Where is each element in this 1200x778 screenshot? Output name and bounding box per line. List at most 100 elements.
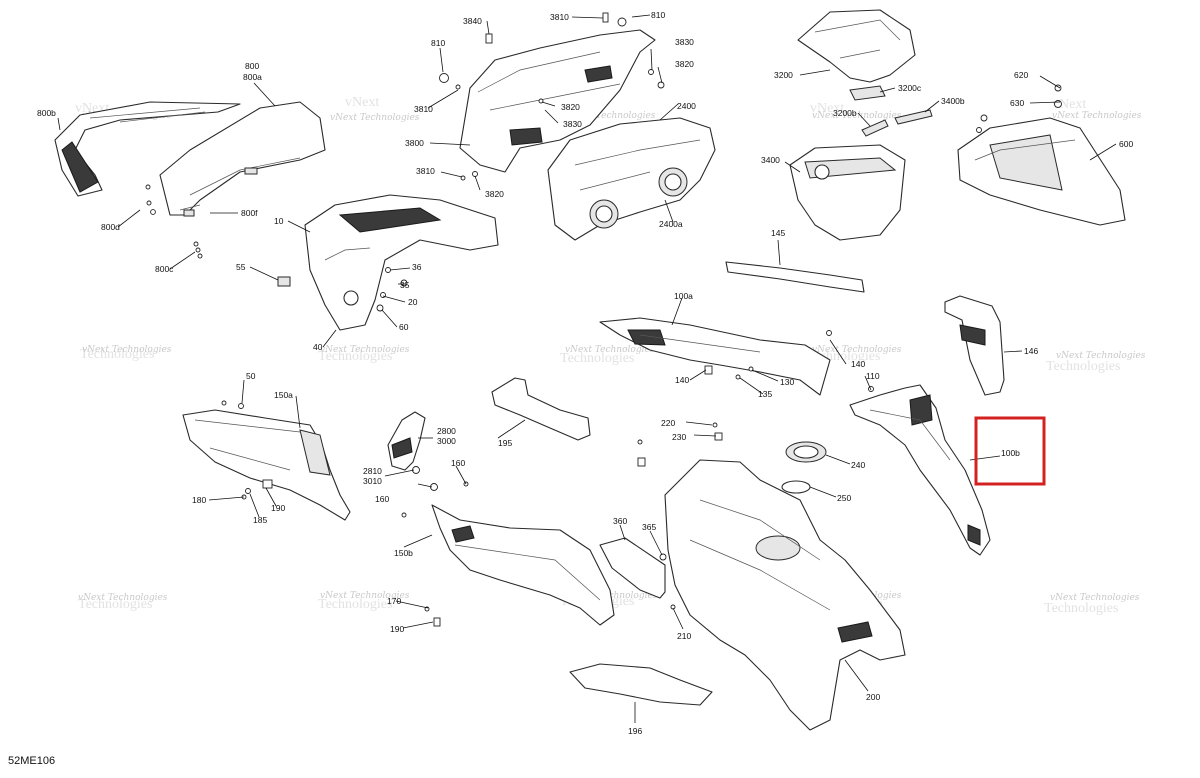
part-250-gasket[interactable] [781, 480, 811, 494]
callout-3000: 3000 [437, 436, 456, 446]
callout-196: 196 [628, 726, 642, 736]
callout-220: 220 [661, 418, 675, 428]
part-2800-hardware[interactable] [401, 466, 469, 627]
callout-35: 35 [400, 280, 410, 290]
callout-20: 20 [408, 297, 418, 307]
callout-60: 60 [399, 322, 409, 332]
part-10-front-cover[interactable] [304, 194, 499, 331]
callout-240: 240 [851, 460, 865, 470]
callout-160: 160 [451, 458, 465, 468]
callout-150b: 150b [394, 548, 413, 558]
highlight-box-100b [974, 416, 1046, 486]
callout-3830: 3830 [675, 37, 694, 47]
callout-100a: 100a [674, 291, 693, 301]
callout-3800: 3800 [405, 138, 424, 148]
callout-50: 50 [246, 371, 256, 381]
watermark-small: vNext Technologies [1050, 593, 1140, 603]
part-3400-storage-bin[interactable] [789, 144, 906, 241]
part-10-hardware[interactable] [277, 267, 408, 312]
watermark-small: vNext Technologies [565, 345, 655, 355]
callout-3400b: 3400b [941, 96, 965, 106]
watermark-large: Technologies [1046, 359, 1120, 374]
callout-3840: 3840 [463, 16, 482, 26]
part-3800-bracket[interactable] [459, 29, 656, 173]
watermark-large: Technologies [1044, 601, 1118, 616]
watermark-small: vNext Technologies [320, 591, 410, 601]
callout-2810: 2810 [363, 466, 382, 476]
part-150a-hardware[interactable] [221, 400, 273, 500]
callout-135: 135 [758, 389, 772, 399]
callout-365: 365 [642, 522, 656, 532]
part-3200b-strip[interactable] [861, 109, 933, 137]
part-150b-lower-panel[interactable] [431, 504, 615, 626]
part-360-cover[interactable] [599, 537, 667, 599]
part-230-hardware[interactable] [637, 422, 723, 610]
callout-800f: 800f [241, 208, 258, 218]
part-240-ring[interactable] [785, 441, 827, 463]
part-2400-headlamp[interactable] [547, 117, 716, 241]
callout-800d: 800d [101, 222, 120, 232]
callout-10: 10 [274, 216, 284, 226]
watermark-large: vNext [810, 101, 844, 116]
part-200-main-body[interactable] [664, 459, 906, 731]
callout-195: 195 [498, 438, 512, 448]
callout-620: 620 [1014, 70, 1028, 80]
watermark-large: Technologies [318, 349, 392, 364]
part-146-side-trim[interactable] [944, 295, 1005, 396]
callout-250: 250 [837, 493, 851, 503]
callout-55: 55 [236, 262, 246, 272]
part-150a-lower-panel[interactable] [182, 409, 351, 521]
callout-800b: 800b [37, 108, 56, 118]
callout-170: 170 [387, 596, 401, 606]
part-800-windshield[interactable] [159, 101, 326, 217]
callout-810: 810 [431, 38, 445, 48]
part-3800-hardware[interactable] [439, 12, 665, 181]
part-3200c-bracket[interactable] [849, 85, 886, 101]
callout-210: 210 [677, 631, 691, 641]
watermark-large: Technologies [78, 597, 152, 612]
callout-360: 360 [613, 516, 627, 526]
part-600-side-panel[interactable] [957, 117, 1126, 226]
callout-labels: 800b 800 800a 800d 800f 800c 3840 810 38… [37, 10, 1133, 736]
callout-145: 145 [771, 228, 785, 238]
part-100b-side-panel[interactable] [849, 384, 991, 556]
watermark-small: vNext Technologies [812, 345, 902, 355]
callout-190: 190 [271, 503, 285, 513]
watermark-small: vNext Technologies [320, 345, 410, 355]
callout-160: 160 [375, 494, 389, 504]
part-100a-bracket[interactable] [599, 317, 831, 396]
callout-3810: 3810 [550, 12, 569, 22]
part-800-hardware[interactable] [145, 184, 203, 259]
callout-110: 110 [866, 371, 880, 381]
callout-36: 36 [412, 262, 422, 272]
callout-3810: 3810 [416, 166, 435, 176]
callout-3830: 3830 [563, 119, 582, 129]
callout-3200b: 3200b [833, 108, 857, 118]
part-3200-cover[interactable] [797, 9, 916, 83]
watermark-large: Technologies [318, 597, 392, 612]
part-2800-bracket[interactable] [387, 411, 426, 471]
callout-3810: 3810 [414, 104, 433, 114]
callout-190: 190 [390, 624, 404, 634]
callout-130: 130 [780, 377, 794, 387]
callout-3820: 3820 [561, 102, 580, 112]
callout-200: 200 [866, 692, 880, 702]
part-196-trim[interactable] [569, 663, 713, 706]
part-100a-hardware[interactable] [704, 330, 832, 380]
callout-3200: 3200 [774, 70, 793, 80]
callout-140: 140 [851, 359, 865, 369]
part-145-trim-strip[interactable] [725, 261, 865, 293]
callout-2800: 2800 [437, 426, 456, 436]
callout-100b: 100b [1001, 448, 1020, 458]
callout-180: 180 [192, 495, 206, 505]
callout-810: 810 [651, 10, 665, 20]
watermark-small: vNext Technologies [566, 111, 656, 121]
part-800b-bracket[interactable] [54, 101, 241, 197]
watermark-large: vNext [345, 95, 379, 110]
part-195-trim[interactable] [491, 377, 591, 441]
watermark-large: Technologies [560, 351, 634, 366]
callout-800c: 800c [155, 264, 174, 274]
watermark-small: vNext Technologies [1052, 111, 1142, 121]
callout-140: 140 [675, 375, 689, 385]
